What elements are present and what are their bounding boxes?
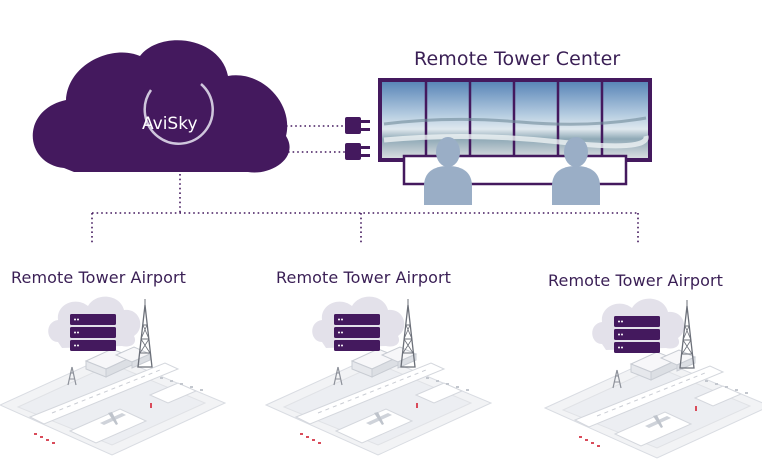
- avisky-logo-text: AviSky: [142, 114, 198, 134]
- cloud-center-links: [286, 117, 370, 160]
- airport-label-1: Remote Tower Airport: [11, 268, 187, 287]
- plug-icon: [345, 117, 370, 134]
- server-stack-icon: [48, 296, 141, 351]
- plug-icon: [345, 143, 370, 160]
- remote-airport-3: [544, 298, 762, 459]
- avisky-cloud: AviSky: [32, 40, 290, 173]
- controller-person-icon: [424, 137, 472, 205]
- logo-arc-icon: [143, 83, 214, 145]
- controller-person-icon: [552, 137, 600, 205]
- airport-label-3: Remote Tower Airport: [548, 271, 724, 290]
- avisky-logo: AviSky: [142, 114, 198, 134]
- remote-airport-2: [265, 296, 492, 456]
- network-links: [91, 174, 639, 243]
- server-stack-icon: [312, 296, 405, 351]
- remote-tower-center-title: Remote Tower Center: [414, 48, 621, 70]
- remote-airport-1: [0, 296, 226, 456]
- remote-tower-center-screens: [378, 78, 652, 186]
- server-stack-icon: [592, 298, 685, 353]
- airport-label-2: Remote Tower Airport: [276, 268, 452, 287]
